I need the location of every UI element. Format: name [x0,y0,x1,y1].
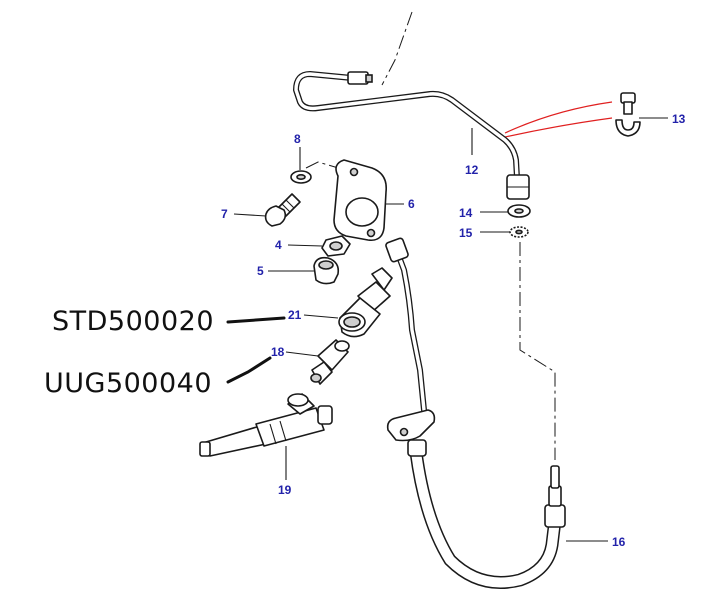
hose-16-lower-stem [548,485,562,507]
injector-inlet-cap [287,393,309,407]
callout-19: 19 [278,483,292,497]
bracket-hole-large [345,197,379,227]
part-number-uug500040: UUG500040 [44,368,212,399]
hose-16-lower-tip [550,465,560,489]
bolt-head [264,205,287,227]
union-21-spigot [371,267,393,291]
clip-body [615,119,641,137]
highlight-lines [504,101,613,138]
bracket-6 [333,159,388,242]
connector-18 [310,339,350,385]
callout-12: 12 [465,163,479,177]
bracket-hole-bottom [366,228,376,238]
callout-4: 4 [275,238,282,252]
washers-14-15 [507,204,531,238]
callout-14: 14 [459,206,473,220]
hose-16-top-fitting [385,237,409,263]
bracket-hole-top [349,167,359,177]
hose-16-bracket-hole [399,427,409,437]
callout-8: 8 [294,132,301,146]
callout-5: 5 [257,264,264,278]
highlight-line-lower [504,117,613,138]
callout-leaders [233,117,668,542]
injector-19 [199,393,333,457]
hose-16-upper-clamp [407,439,427,457]
hose-16-lower-clamp [544,504,566,528]
callout-15: 15 [459,226,473,240]
pointer-std500020 [226,316,286,324]
nut-4 [321,235,351,257]
part-number-std500020: STD500020 [52,306,214,337]
centerline-right [519,242,556,460]
injector-nozzle [205,425,267,457]
clip-13 [615,92,641,137]
clip-screw [623,101,633,115]
pipe-nut-top [347,71,369,85]
highlight-line-upper [504,101,613,134]
callout-7: 7 [221,207,228,221]
washer-8 [290,170,312,184]
callout-16: 16 [612,535,626,549]
hose-16-bracket [386,409,436,442]
bolt-7 [264,193,301,227]
part-number-pointers [226,316,286,384]
centerline-top [381,11,413,86]
pipe-12 [293,71,530,200]
injector-end [317,405,333,425]
pipe-nut-top-thread [365,74,373,83]
capnut-5 [313,256,340,285]
part-number-labels: STD500020 UUG500040 [44,306,214,399]
injector-body [255,407,325,447]
injector-nozzle-tip [199,441,211,457]
callout-21: 21 [288,308,302,322]
callout-13: 13 [672,112,686,126]
pointer-uug500040 [226,356,272,384]
callout-18: 18 [271,345,285,359]
callout-6: 6 [408,197,415,211]
hose-16 [385,237,566,589]
callout-numbers: 8 7 6 4 5 21 18 19 12 13 14 15 16 [221,112,686,549]
union-21 [338,267,393,338]
hose-16-rubber [409,445,562,589]
